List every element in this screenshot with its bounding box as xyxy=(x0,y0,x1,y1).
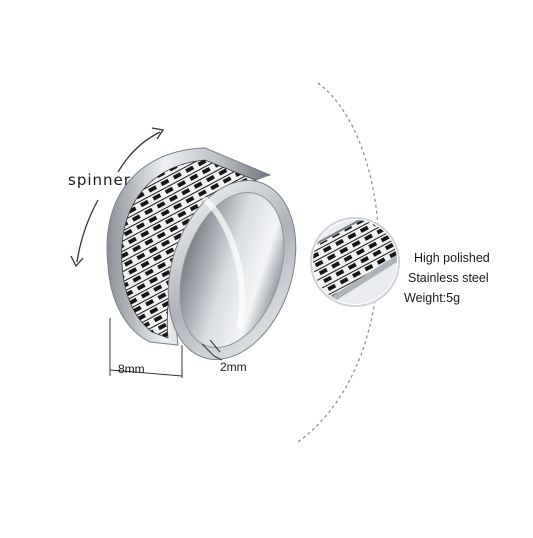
spinner-label: spinner xyxy=(68,171,131,189)
spec-material: Stainless steel xyxy=(408,271,489,285)
ring-inner-surface xyxy=(179,191,285,349)
width-dimension xyxy=(109,318,183,378)
width-label: 8mm xyxy=(118,362,145,376)
thickness-label: 2mm xyxy=(220,360,247,374)
rotate-arrow-down-icon xyxy=(76,199,99,263)
spec-weight: Weight:5g xyxy=(404,291,461,305)
spec-finish: High polished xyxy=(414,251,490,265)
thickness-dimension xyxy=(201,339,223,361)
rotate-arrow-up-icon xyxy=(117,131,161,173)
ring-band xyxy=(106,147,297,360)
detail-zoom-circle xyxy=(310,217,400,307)
